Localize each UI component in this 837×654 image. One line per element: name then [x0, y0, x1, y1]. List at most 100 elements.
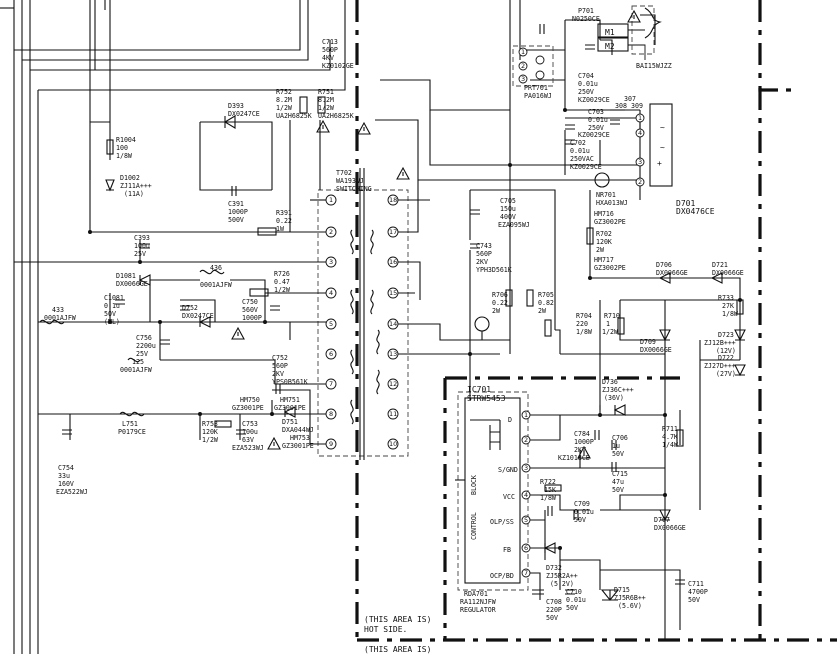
svg-text:2W: 2W	[538, 307, 546, 315]
d701-label: D701	[676, 199, 695, 208]
nr701-label: NR701	[596, 191, 616, 199]
svg-text:15K: 15K	[544, 486, 556, 494]
warning-icon	[627, 9, 641, 23]
svg-text:220: 220	[576, 320, 588, 328]
svg-text:DX0066GE: DX0066GE	[654, 524, 686, 532]
svg-text:1/2W: 1/2W	[274, 286, 290, 294]
r391-label: R391	[276, 209, 292, 217]
d721-label: D721	[712, 261, 728, 269]
svg-text:7: 7	[524, 569, 528, 577]
r706-label: R706	[492, 291, 508, 299]
svg-text:150u: 150u	[500, 205, 516, 213]
svg-text:18: 18	[389, 196, 397, 204]
svg-text:100u: 100u	[242, 428, 258, 436]
prt701-block: 1 2 3	[512, 45, 554, 87]
svg-text:FB: FB	[503, 546, 511, 554]
svg-text:6: 6	[329, 350, 333, 358]
c715-label: C715	[612, 470, 628, 478]
r704-label: R704	[576, 312, 592, 320]
l436-label: 436	[210, 264, 222, 272]
svg-text:100: 100	[116, 144, 128, 152]
svg-text:ZJ36C+++: ZJ36C+++	[602, 386, 634, 394]
svg-text:14: 14	[389, 320, 397, 328]
svg-text:8.2M: 8.2M	[276, 96, 292, 104]
svg-text:1000P: 1000P	[228, 208, 248, 216]
svg-text:N0250CE: N0250CE	[572, 15, 600, 23]
svg-text:12: 12	[389, 380, 397, 388]
svg-text:3: 3	[329, 258, 333, 266]
l751-label: L751	[122, 420, 138, 428]
svg-text:WA193WJ: WA193WJ	[336, 177, 364, 185]
svg-text:1W: 1W	[276, 225, 284, 233]
l125-label: 125	[132, 358, 144, 366]
svg-text:2200u: 2200u	[136, 342, 156, 350]
svg-text:10: 10	[389, 440, 397, 448]
c754-label: C754	[58, 464, 74, 472]
d723-label: D723	[718, 331, 734, 339]
ic701: IC701 STRW5453 CONTROL BLOCK D S/GND VCC…	[457, 385, 531, 591]
svg-text:1/8W: 1/8W	[540, 494, 556, 502]
svg-text:307: 307	[624, 95, 636, 103]
c713-label: C713	[322, 38, 338, 46]
svg-text:SWITCHING: SWITCHING	[336, 185, 372, 193]
svg-text:0.1u: 0.1u	[104, 302, 120, 310]
svg-text:DX0066GE: DX0066GE	[116, 280, 148, 288]
r705-label: R705	[538, 291, 554, 299]
svg-text:3: 3	[521, 75, 525, 83]
svg-text:0.01u: 0.01u	[566, 596, 586, 604]
svg-text:OCP/BD: OCP/BD	[490, 572, 514, 580]
svg-text:YPH3D561K: YPH3D561K	[476, 266, 512, 274]
svg-text:250VAC: 250VAC	[570, 155, 594, 163]
svg-text:2: 2	[638, 178, 642, 186]
svg-text:UA2H6825K: UA2H6825K	[276, 112, 312, 120]
c706-label: C706	[612, 434, 628, 442]
svg-text:17: 17	[389, 228, 397, 236]
svg-text:1/4W: 1/4W	[662, 441, 678, 449]
svg-text:1000P: 1000P	[574, 438, 594, 446]
svg-text:120K: 120K	[202, 428, 218, 436]
svg-text:6: 6	[524, 544, 528, 552]
svg-text:DX0247CE: DX0247CE	[182, 312, 214, 320]
r1004-label: R1004	[116, 136, 136, 144]
hot-side-bottom: (THIS AREA IS)	[364, 645, 431, 654]
c1081-label: C1081	[104, 294, 124, 302]
svg-text:0.01u: 0.01u	[570, 147, 590, 155]
svg-text:KZ0102GE: KZ0102GE	[322, 62, 354, 70]
svg-text:RA112NJFW: RA112NJFW	[460, 598, 496, 606]
svg-text:ZJ5R2A++: ZJ5R2A++	[546, 572, 578, 580]
svg-text:308: 308	[615, 102, 627, 110]
svg-text:4KV: 4KV	[322, 54, 334, 62]
svg-text:1: 1	[638, 114, 642, 122]
d715-label: D715	[614, 586, 630, 594]
svg-text:GZ3002PE: GZ3002PE	[594, 264, 626, 272]
svg-text:0.22: 0.22	[276, 217, 292, 225]
svg-text:33u: 33u	[58, 472, 70, 480]
svg-text:8: 8	[329, 410, 333, 418]
r753-label: R753	[202, 420, 218, 428]
svg-text:1000P: 1000P	[242, 314, 262, 322]
hm717-label: HM717	[594, 256, 614, 264]
warning-icon	[316, 119, 330, 133]
svg-text:VCC: VCC	[503, 493, 515, 501]
c391-label: C391	[228, 200, 244, 208]
svg-text:1/8W: 1/8W	[116, 152, 132, 160]
svg-text:8.2M: 8.2M	[318, 96, 334, 104]
svg-text:25V: 25V	[134, 250, 146, 258]
svg-text:100u: 100u	[134, 242, 150, 250]
svg-text:2W: 2W	[492, 307, 500, 315]
d736-label: D736	[602, 378, 618, 386]
c753-label: C753	[242, 420, 258, 428]
svg-text:CONTROL: CONTROL	[470, 512, 478, 540]
d722-label: D722	[718, 354, 734, 362]
svg-text:(27V): (27V)	[716, 370, 736, 378]
svg-text:1/8W: 1/8W	[576, 328, 592, 336]
c705-label: C705	[500, 197, 516, 205]
rda701-label: RDA701	[464, 590, 488, 598]
bai-label: BAI15WJZZ	[636, 62, 672, 70]
ic701-part-label: STRW5453	[467, 394, 506, 403]
svg-text:560P: 560P	[272, 362, 288, 370]
c702-label: C702	[570, 139, 586, 147]
svg-text:160V: 160V	[58, 480, 74, 488]
hm750-label: HM750	[240, 396, 260, 404]
ic701-label: IC701	[467, 385, 491, 394]
